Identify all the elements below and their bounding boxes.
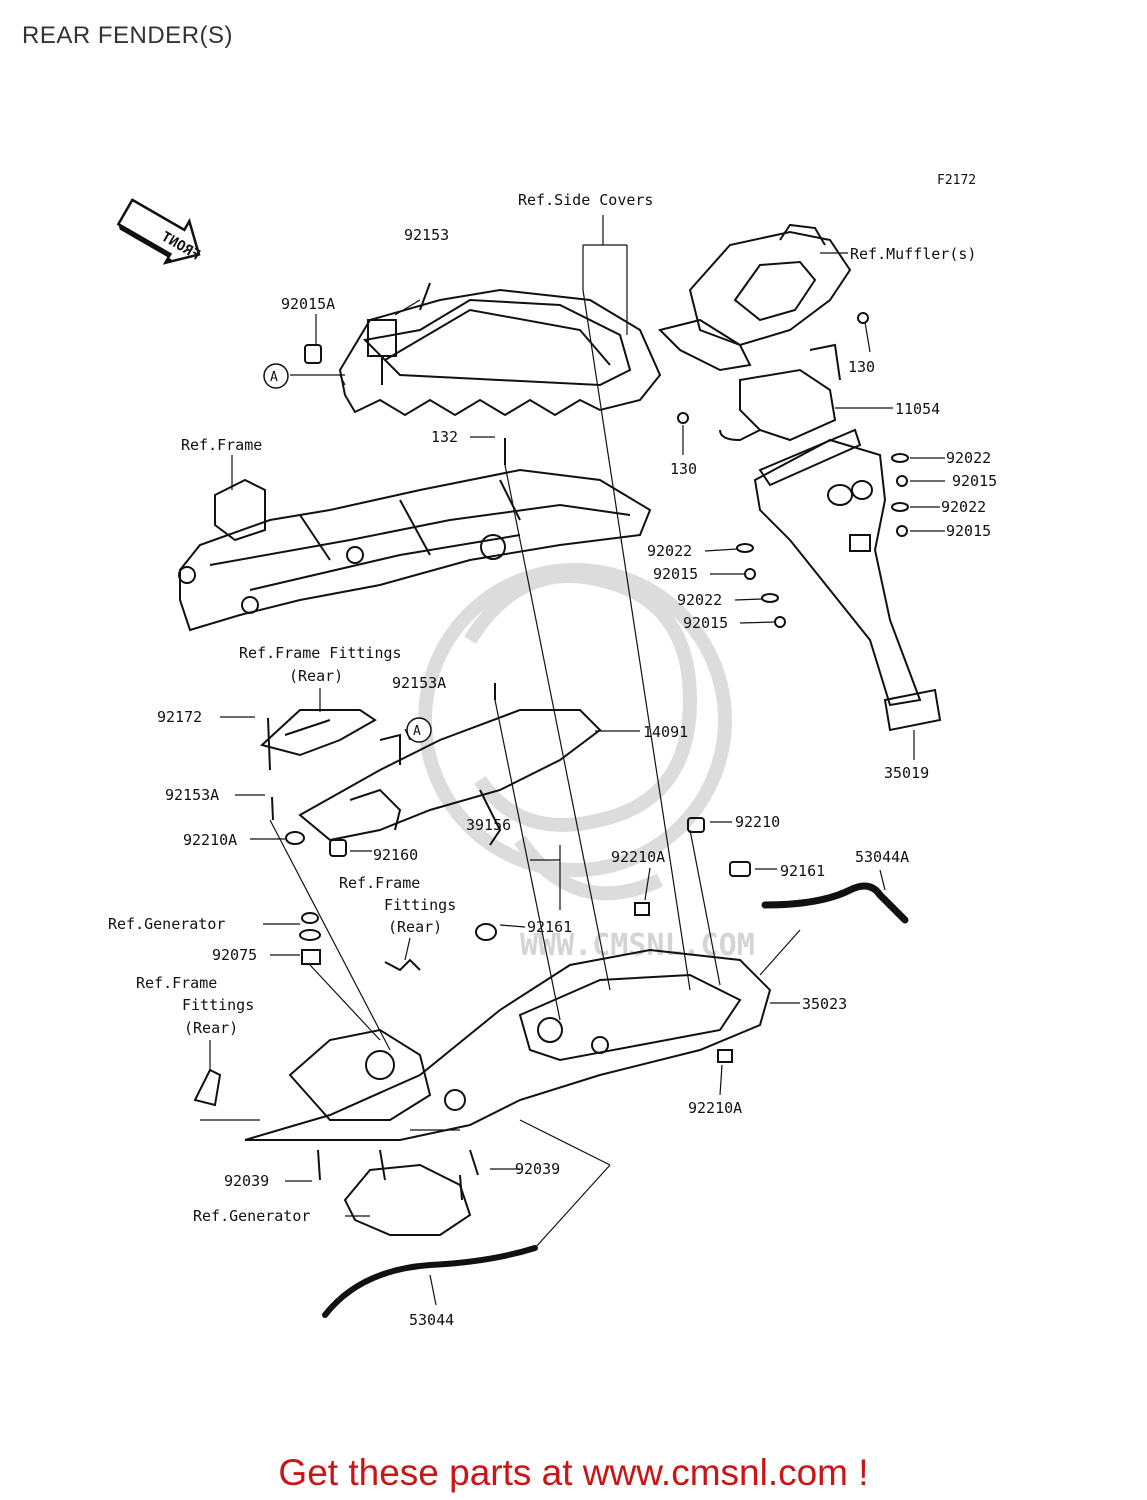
seat-cowl-part xyxy=(338,288,662,417)
part-130-top-label: 130 xyxy=(848,358,875,376)
part-35019-label: 35019 xyxy=(884,764,929,782)
hose-53044A-part xyxy=(761,882,909,924)
part-92015-l1-label: 92015 xyxy=(653,565,698,583)
front-arrow-icon: FRONT xyxy=(116,198,203,265)
ref-generator-2-label: Ref.Generator xyxy=(193,1207,310,1225)
license-holder-35019-part xyxy=(753,428,942,732)
ref-frame-fittings-1-rear-label: (Rear) xyxy=(289,667,343,685)
part-53044A-label: 53044A xyxy=(855,848,909,866)
part-92153A-top-label: 92153A xyxy=(392,674,446,692)
ref-frame-fittings-3c-label: (Rear) xyxy=(184,1019,238,1037)
page-title: REAR FENDER(S) xyxy=(22,22,234,49)
part-35023-label: 35023 xyxy=(802,995,847,1013)
parts-diagram: WWW.CMSNL.COM FRONT xyxy=(108,173,997,1329)
part-92172-label: 92172 xyxy=(157,708,202,726)
ref-frame-fittings-3a-label: Ref.Frame xyxy=(136,974,217,992)
part-92022-r1-label: 92022 xyxy=(946,449,991,467)
part-53044-label: 53044 xyxy=(409,1311,454,1329)
part-92075-label: 92075 xyxy=(212,946,257,964)
marker-a2-icon xyxy=(406,717,432,743)
ref-frame-fittings-2a-label: Ref.Frame xyxy=(339,874,420,892)
part-92153A-left-label: 92153A xyxy=(165,786,219,804)
part-92161-mid-label: 92161 xyxy=(527,918,572,936)
part-92160-label: 92160 xyxy=(373,846,418,864)
generator-bracket-part xyxy=(343,1149,472,1236)
rear-fender-35023-part xyxy=(244,948,772,1141)
part-92210A-left-label: 92210A xyxy=(183,831,237,849)
ref-frame-fittings-3b-label: Fittings xyxy=(182,996,254,1014)
ref-frame-fittings-2c-label: (Rear) xyxy=(388,918,442,936)
ref-side-covers-label: Ref.Side Covers xyxy=(518,191,653,209)
part-92022-r2-label: 92022 xyxy=(941,498,986,516)
ref-frame-label: Ref.Frame xyxy=(181,436,262,454)
bracket-92172-part xyxy=(259,709,377,757)
marker-a2-label: A xyxy=(413,724,421,739)
part-132-label: 132 xyxy=(431,428,458,446)
part-14091-label: 14091 xyxy=(643,723,688,741)
hardware-parts xyxy=(193,282,909,1181)
part-92039-right-label: 92039 xyxy=(515,1160,560,1178)
part-92022-l1-label: 92022 xyxy=(647,542,692,560)
part-92210A-bottom-label: 92210A xyxy=(688,1099,742,1117)
figure-id: F2172 xyxy=(937,173,976,188)
part-92161-right-label: 92161 xyxy=(780,862,825,880)
ref-frame-fittings-2b-label: Fittings xyxy=(384,896,456,914)
part-39156-label: 39156 xyxy=(466,816,511,834)
inner-fender-14091-part xyxy=(298,709,602,846)
part-92210-label: 92210 xyxy=(735,813,780,831)
part-92153-label: 92153 xyxy=(404,226,449,244)
ref-mufflers-label: Ref.Muffler(s) xyxy=(850,245,976,263)
muffler-ref-part xyxy=(658,223,852,372)
part-130-bottom-label: 130 xyxy=(670,460,697,478)
leader-lines xyxy=(200,215,945,1306)
footer-cta-link[interactable]: Get these parts at www.cmsnl.com ! xyxy=(278,1452,869,1493)
part-92015A-label: 92015A xyxy=(281,295,335,313)
part-92015-r1-label: 92015 xyxy=(952,472,997,490)
bracket-11054-part xyxy=(719,343,841,442)
hose-53044-part xyxy=(322,1245,538,1318)
part-92210A-mid-label: 92210A xyxy=(611,848,665,866)
ref-generator-1-label: Ref.Generator xyxy=(108,915,225,933)
part-92039-left-label: 92039 xyxy=(224,1172,269,1190)
marker-a1-icon xyxy=(263,363,289,389)
marker-a1-label: A xyxy=(270,370,278,385)
frame-ref-part xyxy=(178,468,652,632)
ref-frame-fittings-1-label: Ref.Frame Fittings xyxy=(239,644,402,662)
part-92022-l2-label: 92022 xyxy=(677,591,722,609)
part-11054-label: 11054 xyxy=(895,400,940,418)
part-92015-l2-label: 92015 xyxy=(683,614,728,632)
part-92015-r2-label: 92015 xyxy=(946,522,991,540)
